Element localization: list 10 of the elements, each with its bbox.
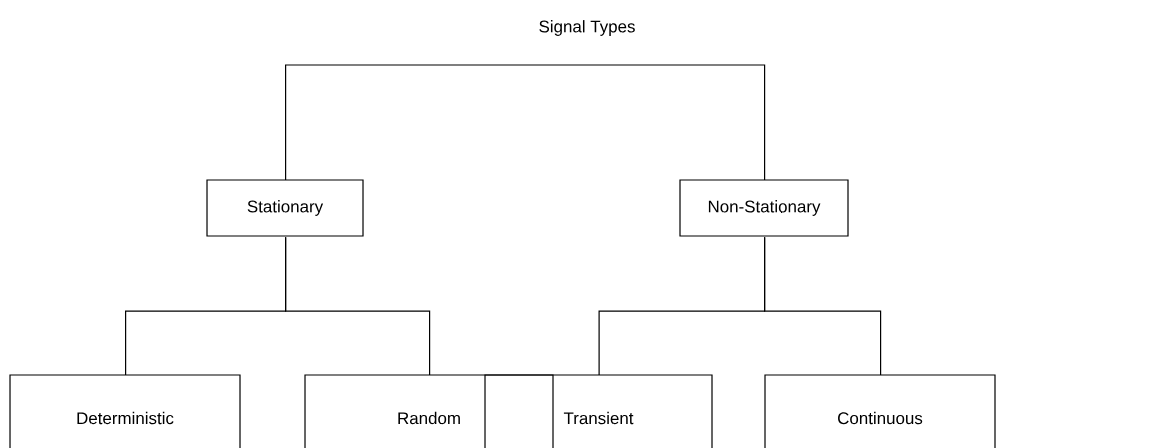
box: Continuous — [764, 374, 996, 448]
box: Stationary — [206, 179, 364, 237]
box: Transient — [484, 374, 713, 448]
connector-line — [285, 236, 431, 376]
connector-line — [285, 64, 766, 181]
box: Deterministic — [9, 374, 241, 448]
connector-line — [764, 236, 882, 376]
box: Non-Stationary — [679, 179, 849, 237]
title: Signal Types — [539, 20, 635, 36]
box: Random — [304, 374, 554, 448]
